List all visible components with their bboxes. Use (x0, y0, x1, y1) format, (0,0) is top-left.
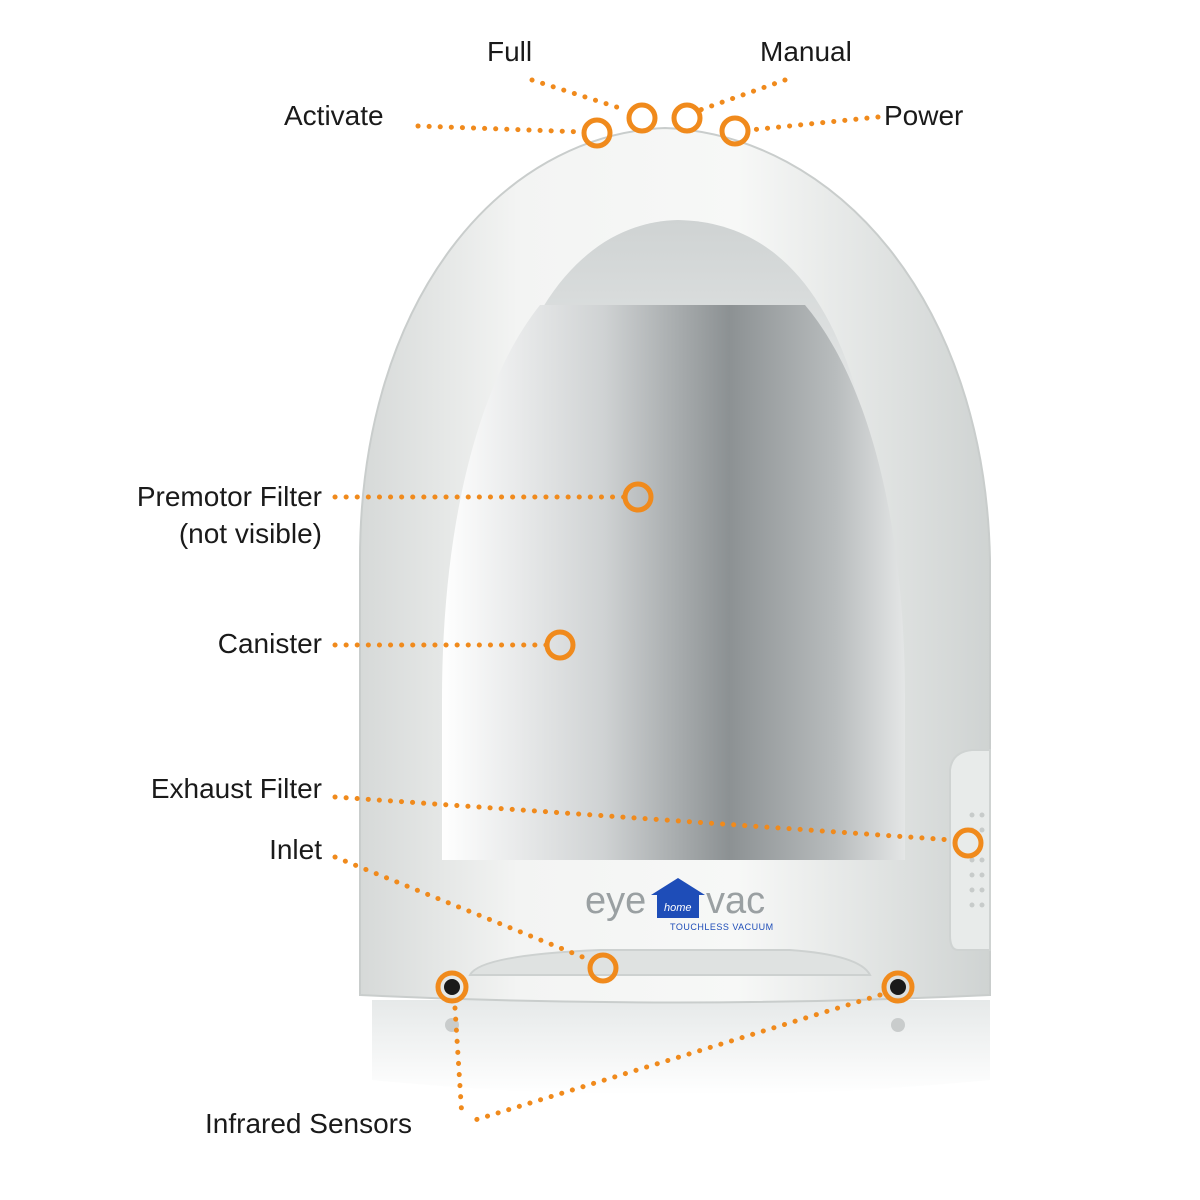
leader-ir-left (452, 1005, 465, 1121)
label-activate: Activate (284, 100, 384, 131)
logo-word-home: home (664, 902, 692, 914)
label-inlet: Inlet (269, 834, 322, 865)
leader-full (529, 77, 629, 113)
exhaust-panel (949, 749, 991, 951)
ring-full (626, 102, 658, 134)
label-power: Power (884, 100, 964, 131)
leader-manual (697, 77, 788, 113)
leader-exhaust (332, 794, 955, 843)
callout-rings (435, 102, 984, 1004)
leader-inlet (332, 854, 593, 963)
ring-ir-right (881, 970, 915, 1004)
leader-ir-right (472, 992, 883, 1123)
label-premotor-line1: Premotor Filter (136, 481, 322, 512)
label-canister: Canister (217, 628, 322, 659)
floor-reflection (372, 1000, 990, 1095)
sensor-reflection-right (891, 1018, 905, 1032)
leader-lines (332, 77, 955, 1123)
label-manual: Manual (760, 36, 852, 67)
eyevac-logo: eye home vac TOUCHLESS VACUUM (585, 878, 774, 932)
ring-premotor (622, 481, 654, 513)
logo-word-vac: vac (706, 880, 765, 922)
infrared-sensor-left (444, 979, 460, 995)
ring-power (719, 115, 751, 147)
infrared-sensor-right (890, 979, 906, 995)
canister (442, 305, 905, 860)
label-exhaust-filter: Exhaust Filter (150, 773, 322, 804)
ring-inlet (587, 952, 619, 984)
label-premotor-line2: (not visible) (178, 518, 322, 549)
logo-word-eye: eye (585, 880, 646, 922)
leader-power (747, 114, 881, 133)
ring-canister (544, 629, 576, 661)
inlet-lip (468, 949, 872, 976)
ring-activate (581, 117, 613, 149)
label-premotor-filter: Premotor Filter (not visible) (80, 483, 322, 548)
logo-tagline: TOUCHLESS VACUUM (670, 922, 774, 932)
ring-ir-left (435, 970, 469, 1004)
label-full: Full (487, 36, 533, 67)
ring-exhaust (952, 827, 984, 859)
ring-manual (671, 102, 703, 134)
home-house-icon (651, 878, 705, 918)
leader-activate (415, 123, 587, 135)
label-infrared-sensors: Infrared Sensors (205, 1108, 412, 1139)
